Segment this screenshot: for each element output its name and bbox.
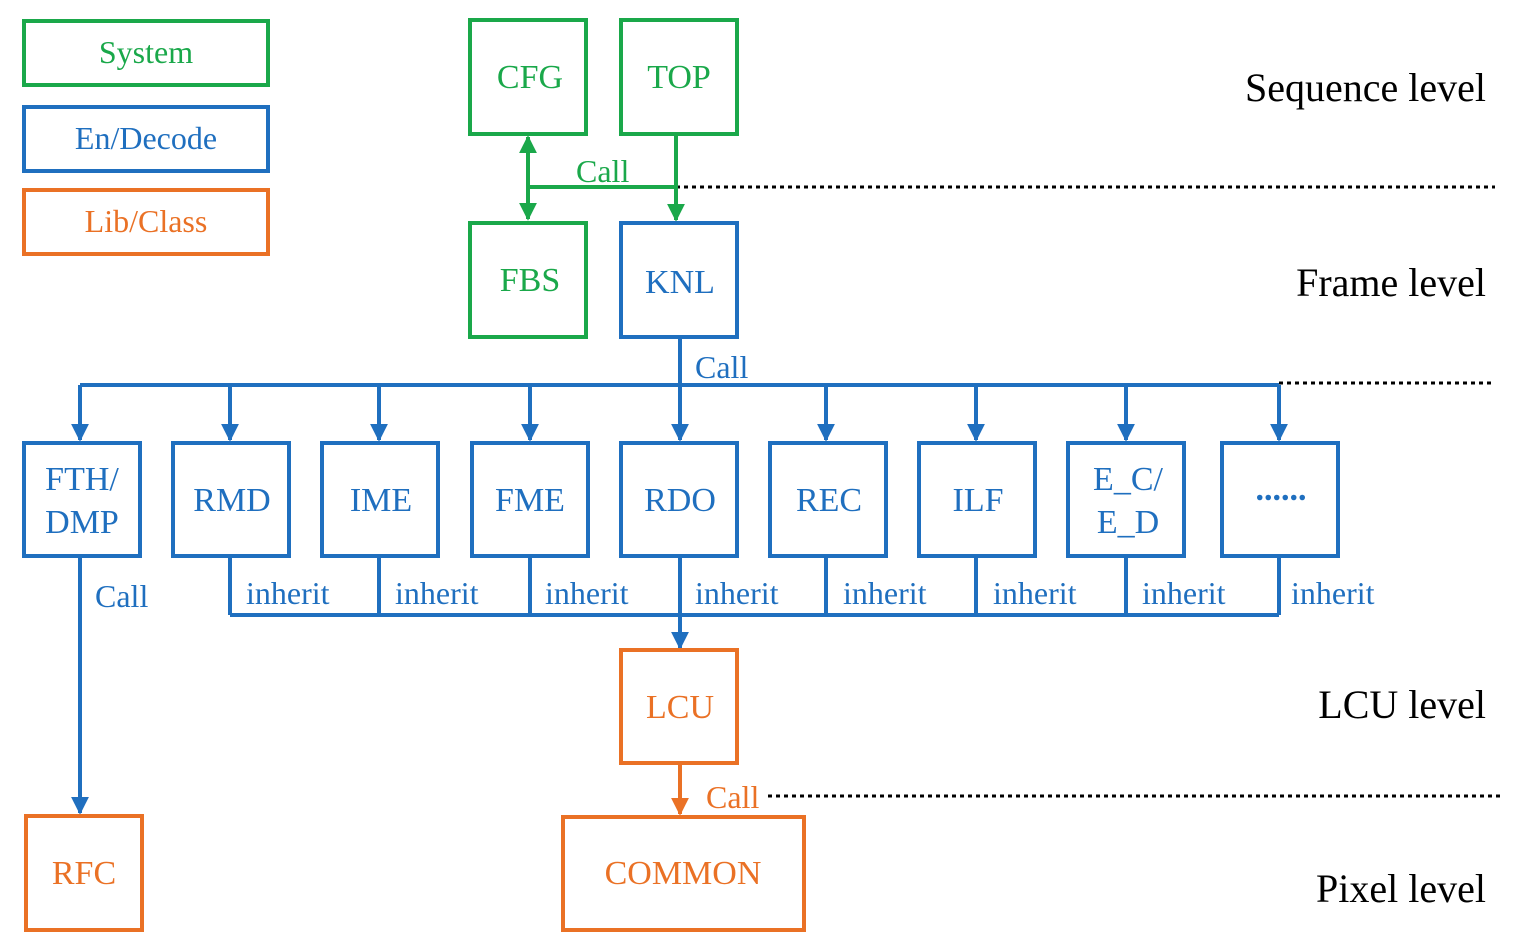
call-label-fth: Call bbox=[95, 578, 148, 614]
module-label-fbs: FBS bbox=[500, 262, 561, 299]
inherit-bus: inherit inherit inherit inherit inherit … bbox=[228, 557, 1375, 650]
knl-call-bus: Call bbox=[71, 338, 1288, 442]
inherit-label-ec: inherit bbox=[1142, 575, 1226, 611]
call-label-lcu: Call bbox=[706, 779, 759, 815]
call-label-knl: Call bbox=[695, 349, 748, 385]
level-label-frame: Frame level bbox=[1296, 260, 1486, 305]
inherit-label-ime: inherit bbox=[395, 575, 479, 611]
legend-libclass: Lib/Class bbox=[22, 188, 270, 256]
module-label-cfg: CFG bbox=[497, 59, 563, 96]
module-cfg: CFG bbox=[468, 18, 588, 136]
module-top: TOP bbox=[619, 18, 739, 136]
system-connections: Call bbox=[519, 135, 685, 222]
level-label-pixel: Pixel level bbox=[1316, 866, 1486, 911]
module-rfc: RFC bbox=[24, 814, 144, 932]
module-rmd: RMD bbox=[171, 441, 291, 558]
legend-endecode: En/Decode bbox=[22, 105, 270, 173]
module-label-rdo: RDO bbox=[644, 482, 716, 519]
inherit-label-fme: inherit bbox=[545, 575, 629, 611]
module-label-ime: IME bbox=[350, 482, 412, 519]
module-label-lcu: LCU bbox=[646, 689, 714, 726]
module-fth: FTH/ DMP bbox=[22, 441, 142, 558]
legend-system: System bbox=[22, 19, 270, 87]
inherit-label-rmd: inherit bbox=[246, 575, 330, 611]
module-ec: E_C/ E_D bbox=[1066, 441, 1186, 558]
module-lcu: LCU bbox=[619, 648, 739, 765]
module-label-fth-line1: FTH/ bbox=[45, 461, 119, 498]
legend: System En/Decode Lib/Class bbox=[22, 19, 270, 256]
call-label-top-knl: Call bbox=[576, 153, 629, 189]
module-ime: IME bbox=[320, 441, 440, 558]
module-label-ec-line1: E_C/ bbox=[1093, 461, 1163, 498]
inherit-label-ilf: inherit bbox=[993, 575, 1077, 611]
lcu-common-call: Call bbox=[671, 765, 759, 816]
module-label-knl: KNL bbox=[645, 264, 715, 301]
inherit-label-rdo: inherit bbox=[695, 575, 779, 611]
legend-libclass-label: Lib/Class bbox=[85, 203, 208, 239]
legend-endecode-label: En/Decode bbox=[75, 120, 217, 156]
module-fbs: FBS bbox=[468, 221, 588, 339]
inherit-label-more: inherit bbox=[1291, 575, 1375, 611]
module-label-rec: REC bbox=[796, 482, 862, 519]
module-label-fth-line2: DMP bbox=[45, 504, 119, 541]
module-label-more: ...... bbox=[1256, 471, 1307, 508]
fth-rfc-call: Call bbox=[71, 557, 148, 815]
module-label-rfc: RFC bbox=[52, 855, 116, 892]
module-label-fme: FME bbox=[495, 482, 565, 519]
module-ilf: ILF bbox=[917, 441, 1037, 558]
module-fme: FME bbox=[470, 441, 590, 558]
module-common: COMMON bbox=[561, 815, 806, 932]
module-label-top: TOP bbox=[647, 59, 711, 96]
module-knl: KNL bbox=[619, 221, 739, 339]
module-label-common: COMMON bbox=[605, 855, 762, 892]
level-label-lcu: LCU level bbox=[1318, 682, 1486, 727]
module-label-ilf: ILF bbox=[953, 482, 1004, 519]
module-label-ec-line2: E_D bbox=[1097, 504, 1159, 541]
module-rec: REC bbox=[768, 441, 888, 558]
module-more: ...... bbox=[1220, 441, 1340, 558]
legend-system-label: System bbox=[99, 34, 193, 70]
module-rdo: RDO bbox=[619, 441, 739, 558]
module-label-rmd: RMD bbox=[193, 482, 270, 519]
level-label-sequence: Sequence level bbox=[1245, 65, 1486, 110]
inherit-label-rec: inherit bbox=[843, 575, 927, 611]
